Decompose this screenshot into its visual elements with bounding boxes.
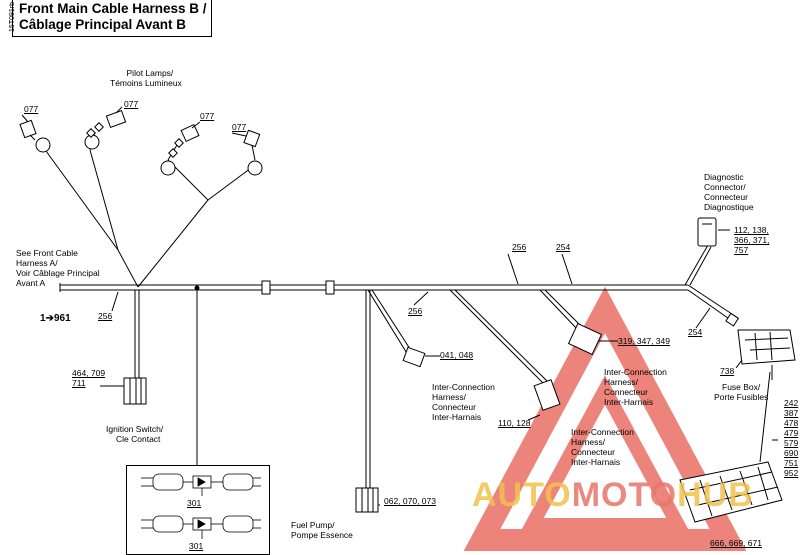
part-number-harness-256-b: 256	[408, 306, 423, 316]
diagnostic-line-3: Connecteur	[704, 192, 748, 202]
title-line-1: Front Main Cable Harness B /	[19, 1, 207, 16]
interconnection-3-line-4: Inter-Harnais	[604, 397, 654, 407]
fuse-part-2: 387	[784, 408, 799, 418]
watermark-part-3: HUB	[677, 476, 754, 514]
ignition-switch-en: Ignition Switch/	[106, 424, 164, 434]
leader-lines	[111, 253, 711, 329]
part-number-ignition-2: 711	[72, 378, 86, 388]
interconnection-3-line-3: Connecteur	[604, 387, 648, 397]
part-number-diagnostic-3: 757	[734, 245, 749, 255]
part-number-connector-319: 319, 347, 349	[618, 336, 670, 346]
part-number-fuse-list: 242 387 478 479 579 690 751 952	[784, 398, 798, 478]
fuel-pump-label: Fuel Pump/ Pompe Essence	[291, 520, 353, 540]
part-number-inset-2: 301	[189, 541, 204, 551]
watermark-triangle	[463, 286, 747, 551]
interconnection-label-1: Inter-Connection Harness/ Connecteur Int…	[432, 382, 495, 422]
interconnection-label-3: Inter-Connection Harness/ Connecteur Int…	[604, 367, 667, 407]
see-front-cable-label: See Front Cable Harness A/ Voir Câblage …	[16, 248, 100, 288]
fuse-part-4: 479	[784, 428, 799, 438]
part-number-diagnostic: 112, 138, 366, 371, 757	[734, 225, 769, 255]
fuse-part-6: 690	[784, 448, 799, 458]
interconnection-2-line-3: Connecteur	[571, 447, 615, 457]
part-number-fuse-box-738: 738	[720, 366, 735, 376]
pilot-lamps-fr: Témoins Lumineux	[110, 78, 182, 88]
interconnection-1-line-1: Inter-Connection	[432, 382, 495, 392]
pilot-lamps-en: Pilot Lamps/	[126, 68, 174, 78]
part-number-diagnostic-1: 112, 138,	[734, 225, 769, 235]
fuse-part-7: 751	[784, 458, 799, 468]
part-number-lamp-4: 077	[232, 122, 247, 132]
fuse-box-label: Fuse Box/ Porte Fusibles	[714, 382, 768, 402]
fuel-pump-en: Fuel Pump/	[291, 520, 335, 530]
part-number-fuse-box-bottom: 666, 669, 671	[710, 538, 762, 548]
diagnostic-line-1: Diagnostic	[704, 172, 744, 182]
part-number-lamp-2: 077	[124, 99, 139, 109]
interconnection-2-line-4: Inter-Harnais	[571, 457, 621, 467]
connector-041-branch	[367, 289, 440, 368]
part-number-harness-254-a: 254	[556, 242, 571, 252]
interconnection-3-line-1: Inter-Connection	[604, 367, 667, 377]
ignition-switch-label: Ignition Switch/ Cle Contact	[106, 424, 163, 444]
pilot-lamp-branches	[19, 106, 263, 288]
inset-diode-detail: 301 301	[126, 465, 270, 555]
part-number-ignition-1: 464, 709	[72, 368, 106, 378]
fuse-part-3: 478	[784, 418, 799, 428]
part-number-harness-256-a: 256	[98, 311, 113, 321]
interconnection-2-line-2: Harness/	[571, 437, 606, 447]
fuse-part-1: 242	[784, 398, 799, 408]
diagnostic-line-4: Diagnostique	[704, 202, 754, 212]
watermark-part-2: MOTO	[571, 476, 678, 514]
fuse-box	[679, 329, 796, 523]
interconnection-1-line-4: Inter-Harnais	[432, 412, 482, 422]
inset-diode-drawing	[141, 473, 261, 539]
fuse-box-fr: Porte Fusibles	[714, 392, 769, 402]
see-front-cable-line-2: Harness A/	[16, 258, 58, 268]
connector-319-branch	[539, 289, 618, 356]
diagnostic-line-2: Connector/	[704, 182, 746, 192]
title-line-2: Câblage Principal Avant B	[19, 17, 187, 32]
watermark-text: AUTOMOTOHUB	[472, 476, 754, 515]
see-front-cable-line-4: Avant A	[16, 278, 46, 288]
title-block: 15T091rb Front Main Cable Harness B / Câ…	[9, 0, 212, 37]
pilot-lamps-label: Pilot Lamps/ Témoins Lumineux	[110, 68, 182, 88]
part-number-connector-041: 041, 048	[440, 350, 474, 360]
fuse-box-en: Fuse Box/	[722, 382, 761, 392]
main-harness-trunk	[59, 244, 740, 327]
fuse-part-5: 579	[784, 438, 799, 448]
diagnostic-connector	[697, 217, 730, 247]
part-number-lamp-1: 077	[24, 104, 39, 114]
watermark-part-1: AUTO	[472, 476, 572, 514]
part-number-ignition: 464, 709 711	[72, 368, 105, 388]
inset-drop	[194, 285, 200, 465]
interconnection-1-line-2: Harness/	[432, 392, 467, 402]
part-number-connector-110: 110, 128	[498, 418, 531, 428]
connector-110-branch	[449, 289, 561, 421]
part-number-fuel-pump: 062, 070, 073	[384, 496, 436, 506]
interconnection-2-line-1: Inter-Connection	[571, 427, 634, 437]
see-front-cable-line-1: See Front Cable	[16, 248, 78, 258]
fuse-part-8: 952	[784, 468, 799, 478]
interconnection-1-line-3: Connecteur	[432, 402, 476, 412]
interconnection-3-line-2: Harness/	[604, 377, 639, 387]
part-number-diagnostic-2: 366, 371,	[734, 235, 770, 245]
part-number-inset-1: 301	[187, 498, 202, 508]
page-reference: 1➔961	[40, 313, 71, 324]
interconnection-label-2: Inter-Connection Harness/ Connecteur Int…	[571, 427, 634, 467]
see-front-cable-line-3: Voir Câblage Principal	[16, 268, 100, 278]
fuel-pump-branch	[355, 290, 380, 513]
drawing-code: 15T091rb	[9, 2, 16, 32]
part-number-harness-254-b: 254	[688, 327, 703, 337]
ignition-switch-fr: Cle Contact	[116, 434, 161, 444]
diagnostic-connector-label: Diagnostic Connector/ Connecteur Diagnos…	[704, 172, 754, 212]
ignition-branch	[100, 290, 147, 405]
part-number-lamp-3: 077	[200, 111, 215, 121]
part-number-harness-256-c: 256	[512, 242, 527, 252]
fuel-pump-fr: Pompe Essence	[291, 530, 353, 540]
